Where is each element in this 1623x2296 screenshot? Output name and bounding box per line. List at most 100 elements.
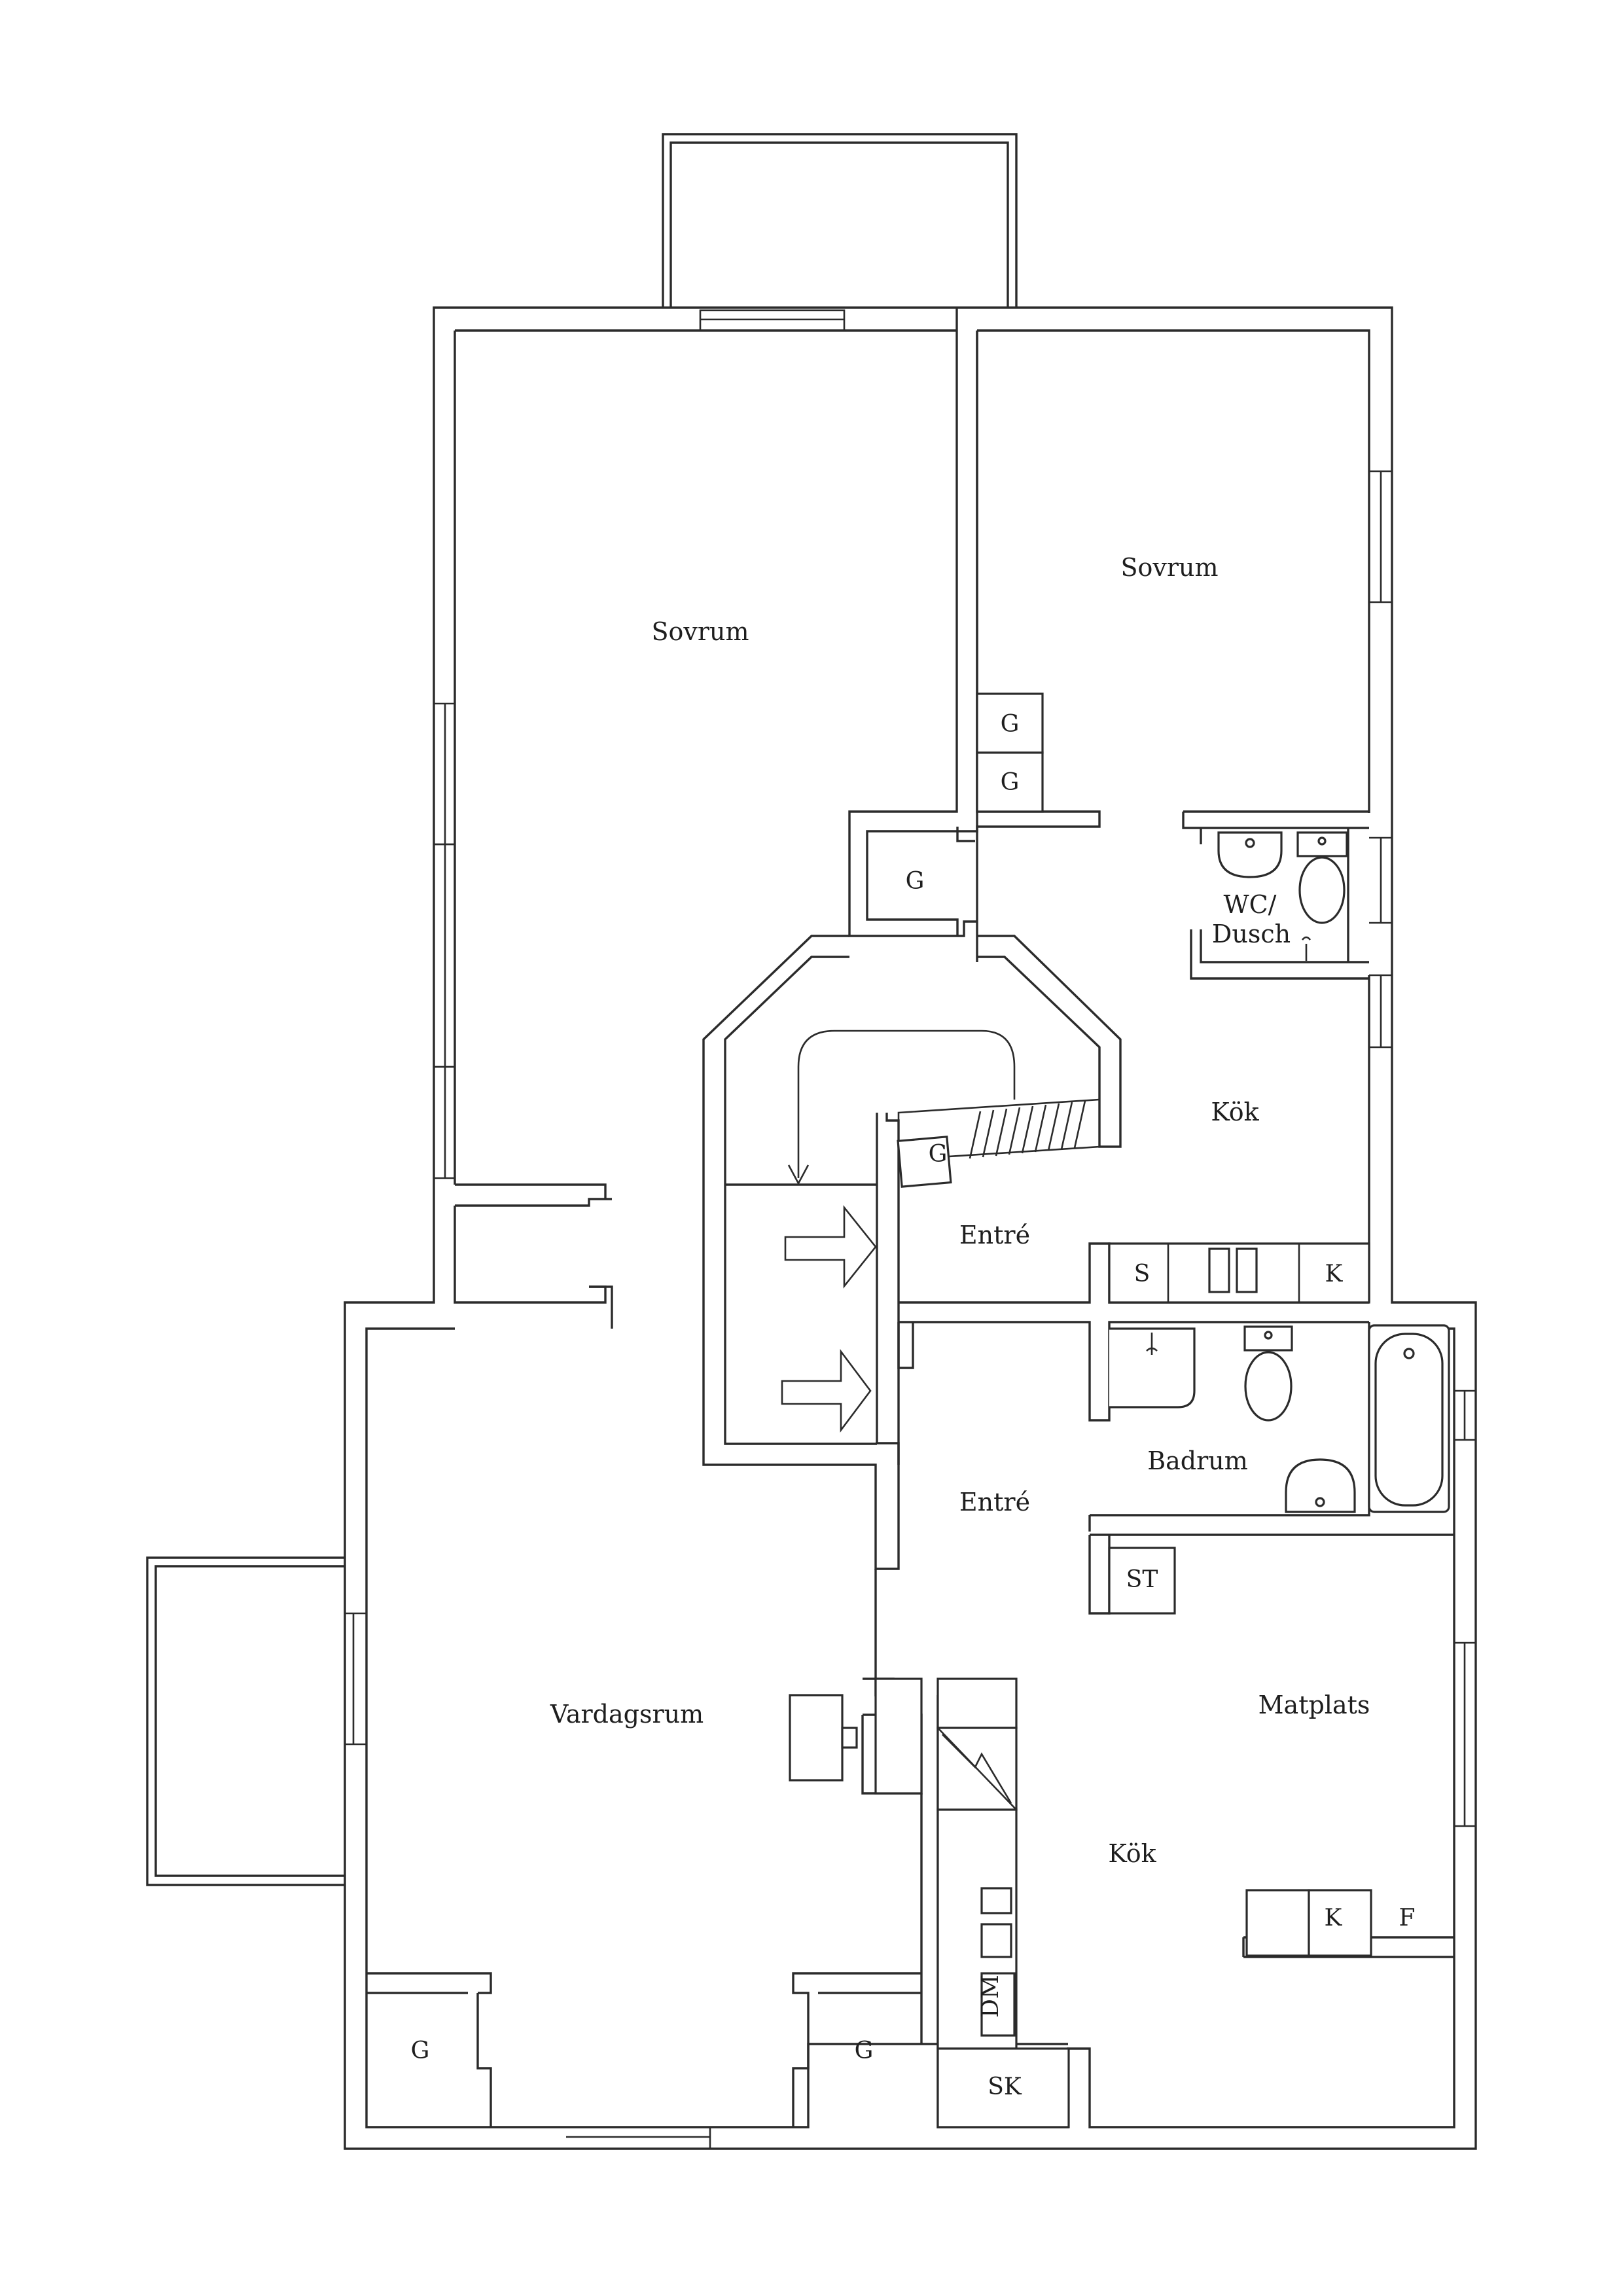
wc-toilet-button bbox=[1317, 836, 1327, 846]
counter-drawer-1 bbox=[980, 1887, 1012, 1914]
badrum-toilet-button bbox=[1264, 1331, 1273, 1340]
label-s: S bbox=[1134, 1261, 1150, 1287]
wall-stairwell bbox=[702, 935, 1122, 1570]
outer-walls bbox=[344, 306, 1477, 2150]
label-kok-lower: Kök bbox=[1108, 1839, 1156, 1868]
wall-badrum-stub bbox=[1088, 1535, 1111, 1615]
fixture-dm bbox=[980, 1972, 1016, 2037]
label-sovrum-left: Sovrum bbox=[651, 617, 749, 646]
label-vardagsrum: Vardagsrum bbox=[550, 1700, 704, 1729]
wall-entre-nib bbox=[897, 1322, 914, 1369]
bathtub-drain bbox=[1403, 1348, 1415, 1359]
wall-closet-notch bbox=[956, 827, 975, 842]
fireplace-connector bbox=[841, 1727, 858, 1749]
window-sovrum-right bbox=[1369, 470, 1393, 603]
label-g-living-right: G bbox=[855, 2037, 874, 2064]
label-k-upper: K bbox=[1325, 1261, 1344, 1287]
balcony-top bbox=[662, 133, 1018, 332]
wc-toilet-bowl bbox=[1298, 856, 1346, 924]
label-g-living-left: G bbox=[411, 2037, 430, 2064]
label-dm: DM bbox=[977, 1975, 1004, 2018]
window-sovrum-left-2 bbox=[434, 843, 456, 1068]
outer-wall-interior bbox=[365, 329, 1455, 2128]
label-entre-lower: Entré bbox=[959, 1488, 1030, 1516]
window-wc bbox=[1369, 836, 1393, 924]
stair-treads bbox=[969, 1100, 1086, 1159]
label-g-closet: G bbox=[906, 868, 925, 895]
sink-basin-1 bbox=[1208, 1247, 1230, 1293]
label-wc-line2: Dusch bbox=[1212, 920, 1291, 948]
fixture-labels: G G G G S K ST K F DM SK G G bbox=[411, 711, 1416, 2100]
wall-kitchen-left bbox=[920, 1695, 939, 2044]
wall-stair-core bbox=[876, 1113, 900, 1465]
bathtub-inner bbox=[1374, 1333, 1444, 1507]
window-sovrum-left-1 bbox=[434, 702, 456, 846]
balcony-left-door bbox=[345, 1612, 368, 1746]
stairs bbox=[781, 1030, 1101, 1433]
badrum-sink bbox=[1285, 1458, 1356, 1513]
balcony-top-inner bbox=[669, 141, 1009, 308]
window-sovrum-left-3 bbox=[434, 1066, 456, 1179]
badrum-sink-drain bbox=[1315, 1497, 1325, 1507]
sink-basin-2 bbox=[1236, 1247, 1258, 1293]
label-st: ST bbox=[1126, 1566, 1158, 1593]
window-badrum bbox=[1454, 1390, 1477, 1441]
closet-g-stair bbox=[897, 1136, 952, 1188]
wall-bedroom-partition bbox=[848, 308, 978, 962]
window-matplats bbox=[1454, 1641, 1477, 1827]
fixture-k-lower bbox=[1245, 1889, 1310, 1957]
windows bbox=[434, 470, 1477, 2150]
balcony-left-inner bbox=[154, 1565, 345, 1877]
wall-closet-left bbox=[366, 1972, 492, 2127]
arrow-entry-lower bbox=[781, 1349, 872, 1433]
wardrobes bbox=[897, 692, 1044, 1188]
chimney-block bbox=[874, 1677, 923, 1795]
label-g-hall: G bbox=[929, 1141, 948, 1168]
label-entre-upper: Entré bbox=[959, 1221, 1030, 1249]
wall-corridor bbox=[454, 1183, 612, 1304]
wall-closet-right bbox=[792, 1972, 921, 2127]
label-sk: SK bbox=[988, 2073, 1022, 2100]
label-badrum: Badrum bbox=[1147, 1446, 1248, 1475]
wc-sink bbox=[1217, 831, 1283, 878]
label-wc-line1: WC/ bbox=[1224, 890, 1277, 919]
room-labels: Sovrum Sovrum WC/ Dusch Kök Entré Entré … bbox=[550, 553, 1370, 1868]
label-k-lower: K bbox=[1325, 1905, 1343, 1931]
stove-lightning-icon bbox=[937, 1727, 1017, 1810]
label-kok-upper: Kök bbox=[1211, 1098, 1259, 1126]
counter-drawer-2 bbox=[980, 1923, 1012, 1958]
wardrobe-g-2 bbox=[976, 751, 1044, 813]
label-g-wardrobe-2: G bbox=[1001, 769, 1020, 796]
badrum-shower-head bbox=[1146, 1333, 1158, 1355]
shower-area bbox=[1109, 1327, 1196, 1408]
fixture-f bbox=[1308, 1889, 1372, 1957]
outer-wall-exterior bbox=[344, 306, 1477, 2150]
fireplace-box bbox=[789, 1694, 844, 1782]
wall-lower-entre bbox=[874, 1569, 891, 1696]
fixture-st bbox=[1108, 1547, 1176, 1615]
kitchen-fixtures bbox=[789, 1547, 1372, 2128]
stair-direction-line bbox=[797, 1030, 1016, 1178]
wall-hall-closet bbox=[866, 331, 1101, 936]
label-matplats: Matplats bbox=[1258, 1691, 1370, 1719]
interior-walls bbox=[366, 308, 1454, 2127]
balcony-top-outer bbox=[662, 133, 1018, 308]
balcony-top-door bbox=[699, 309, 846, 332]
badrum-toilet-bowl bbox=[1244, 1351, 1293, 1422]
label-g-wardrobe-1: G bbox=[1001, 711, 1020, 738]
arrow-entry-upper bbox=[784, 1205, 877, 1289]
counter-top-1 bbox=[936, 1677, 1018, 1729]
balcony-left bbox=[146, 1556, 368, 1886]
window-vardagsrum bbox=[566, 2126, 711, 2150]
wc-shower bbox=[1301, 936, 1311, 961]
wc-fixtures bbox=[1217, 831, 1348, 961]
window-kok-upper bbox=[1369, 974, 1393, 1049]
label-f: F bbox=[1399, 1905, 1416, 1931]
stair-arrow-head bbox=[787, 1164, 810, 1185]
wall-wc bbox=[1182, 810, 1369, 980]
balcony-left-outer bbox=[146, 1556, 345, 1886]
wall-corridor-2 bbox=[589, 1285, 613, 1329]
wc-sink-drain bbox=[1245, 838, 1255, 848]
label-sovrum-right: Sovrum bbox=[1120, 553, 1218, 582]
